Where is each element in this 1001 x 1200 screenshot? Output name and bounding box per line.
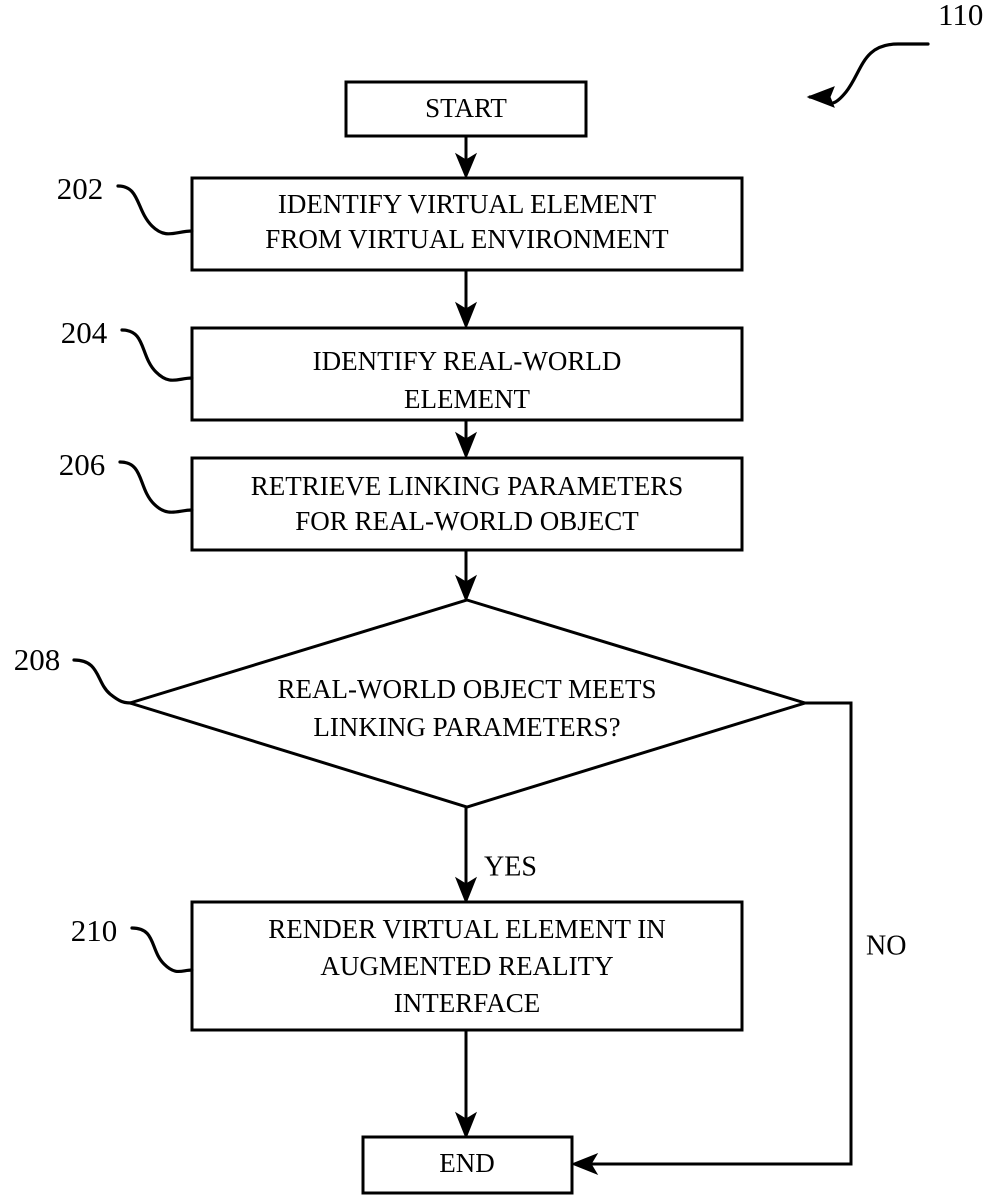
reference-202-leader [116,184,194,236]
no-connector-path [588,701,853,1166]
connector-202-to-204 [454,270,478,330]
figure-reference-110: 110 [806,0,983,108]
reference-210-label: 210 [71,913,118,948]
identify-real-line-1: IDENTIFY REAL-WORLD [313,346,622,376]
connector-start-to-202 [454,136,478,180]
identify-real-box [190,326,744,422]
reference-204-leader [120,328,194,382]
retrieve-params-line-2: FOR REAL-WORLD OBJECT [295,506,639,536]
connector-arrowhead [454,301,478,330]
reference-208-leader [72,658,133,705]
reference-202-label: 202 [57,171,104,206]
node-end: END [361,1135,574,1195]
connector-204-to-206 [454,420,478,460]
retrieve-params-box [190,456,744,552]
branch-no: NO [570,701,906,1176]
figure-reference-label: 110 [938,0,983,32]
reference-208-label: 208 [14,642,61,677]
yes-label: YES [484,851,537,882]
reference-206-label: 206 [59,447,106,482]
connector-arrowhead [454,574,478,603]
identify-virtual-line-2: FROM VIRTUAL ENVIRONMENT [265,224,669,254]
render-virtual-box [190,900,744,1032]
reference-204: 204 [61,315,194,382]
render-virtual-line-2: AUGMENTED REALITY [320,951,613,981]
node-decision: REAL-WORLD OBJECT MEETS LINKING PARAMETE… [124,598,811,809]
reference-204-label: 204 [61,315,108,350]
connector-arrowhead [454,1111,478,1140]
reference-206: 206 [59,447,194,514]
decision-line-1: REAL-WORLD OBJECT MEETS [278,674,657,704]
render-virtual-line-1: RENDER VIRTUAL ELEMENT IN [268,914,666,944]
connector-arrowhead [454,431,478,460]
reference-206-leader [118,460,194,514]
node-render-virtual: RENDER VIRTUAL ELEMENT IN AUGMENTED REAL… [190,900,744,1032]
node-identify-real: IDENTIFY REAL-WORLD ELEMENT [190,326,744,422]
node-start: START [344,80,588,138]
start-label: START [425,93,507,123]
no-label: NO [866,930,906,961]
connector-206-to-208 [454,550,478,603]
end-box [361,1135,574,1195]
reference-210-leader [130,926,194,974]
decision-line-2: LINKING PARAMETERS? [313,712,620,742]
branch-yes: YES [454,807,537,905]
identify-real-line-2: ELEMENT [404,384,530,414]
reference-208: 208 [14,642,133,705]
connector-210-to-end [454,1030,478,1140]
reference-210: 210 [71,913,194,974]
retrieve-params-line-1: RETRIEVE LINKING PARAMETERS [251,471,684,501]
render-virtual-line-3: INTERFACE [394,988,541,1018]
reference-202: 202 [57,171,194,236]
identify-virtual-line-1: IDENTIFY VIRTUAL ELEMENT [278,189,657,219]
figure-reference-arrowhead [806,86,835,108]
yes-arrowhead [454,876,478,905]
node-retrieve-params: RETRIEVE LINKING PARAMETERS FOR REAL-WOR… [190,456,744,552]
connector-arrowhead [454,152,478,180]
no-arrowhead [570,1152,599,1176]
node-identify-virtual: IDENTIFY VIRTUAL ELEMENT FROM VIRTUAL EN… [190,176,744,272]
end-label: END [439,1148,495,1178]
